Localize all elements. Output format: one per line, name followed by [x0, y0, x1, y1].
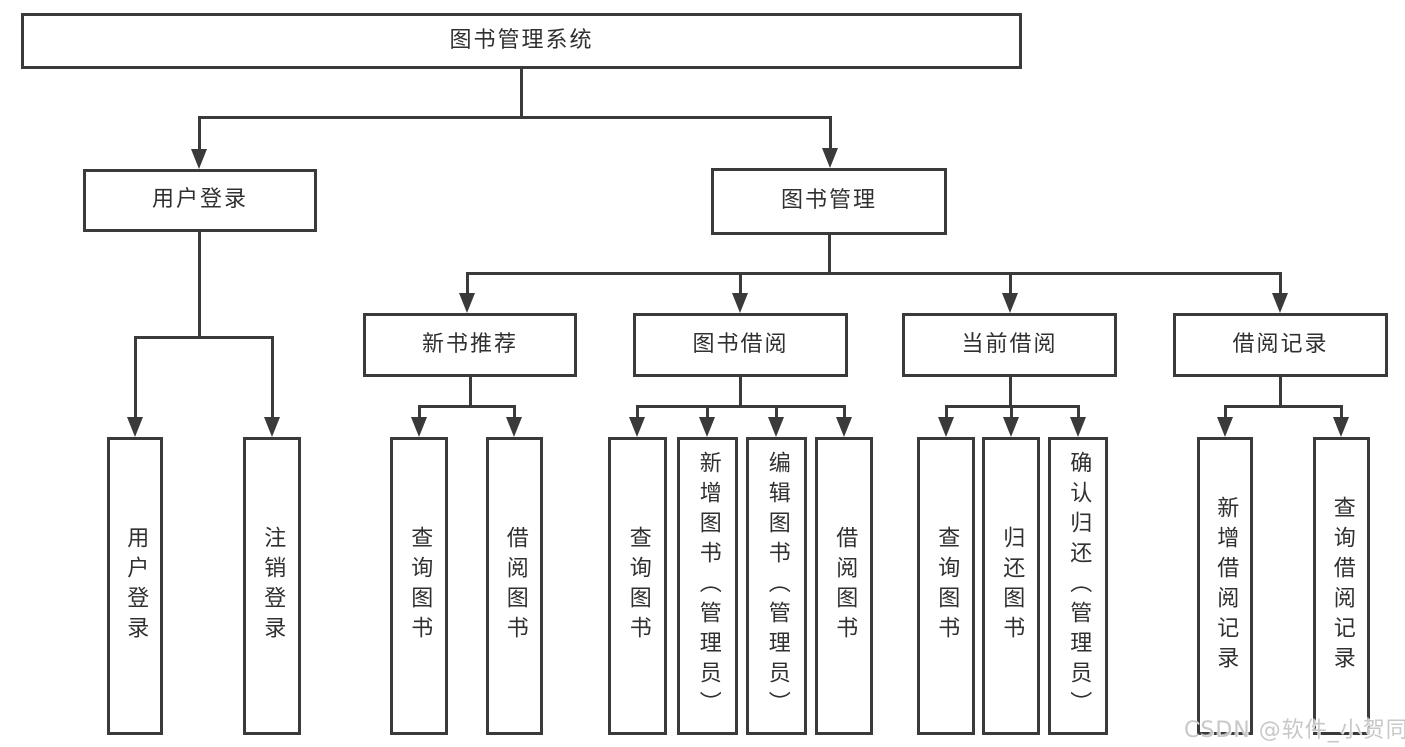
arrow-down-icon — [836, 417, 852, 437]
connector-line — [738, 273, 742, 293]
connector-line — [465, 271, 1282, 275]
connector-line — [512, 406, 516, 417]
arrow-down-icon — [1003, 417, 1019, 437]
leaf-borrow-books-recommend: 借阅图书 — [486, 437, 543, 735]
arrow-down-icon — [938, 417, 954, 437]
arrow-down-icon — [506, 417, 522, 437]
node-current-borrow: 当前借阅 — [902, 313, 1117, 377]
leaf-return-book: 归还图书 — [982, 437, 1040, 735]
connector-line — [197, 117, 201, 149]
node-book-borrow: 图书借阅 — [633, 313, 848, 377]
connector-line — [1223, 404, 1343, 408]
arrow-down-icon — [1272, 293, 1288, 313]
connector-line — [197, 232, 201, 339]
arrow-down-icon — [732, 293, 748, 313]
leaf-user-login: 用户登录 — [107, 437, 163, 735]
node-user-login: 用户登录 — [83, 169, 317, 232]
arrow-down-icon — [191, 149, 207, 169]
leaf-add-book-admin: 新增图书（管理员） — [677, 437, 738, 735]
arrow-down-icon — [1217, 417, 1233, 437]
connector-line — [468, 377, 472, 408]
leaf-query-books-current: 查询图书 — [917, 437, 975, 735]
leaf-add-borrow-record: 新增借阅记录 — [1197, 437, 1253, 735]
arrow-down-icon — [127, 417, 143, 437]
connector-line — [1278, 273, 1282, 293]
leaf-query-borrow-record: 查询借阅记录 — [1313, 437, 1370, 735]
leaf-borrow-books-borrow: 借阅图书 — [815, 437, 873, 735]
connector-line — [270, 337, 274, 417]
leaf-logout: 注销登录 — [243, 437, 301, 735]
connector-line — [133, 337, 137, 417]
leaf-query-books-borrow: 查询图书 — [608, 437, 667, 735]
arrow-down-icon — [1070, 417, 1086, 437]
connector-line — [827, 235, 831, 275]
connector-line — [1008, 377, 1012, 408]
connector-line — [519, 68, 523, 118]
connector-line — [705, 406, 709, 417]
arrow-down-icon — [1333, 417, 1349, 437]
connector-line — [1339, 406, 1343, 417]
arrow-down-icon — [411, 417, 427, 437]
leaf-query-books-recommend: 查询图书 — [390, 437, 448, 735]
connector-line — [197, 115, 832, 119]
connector-line — [1076, 406, 1080, 417]
connector-line — [1009, 406, 1013, 417]
node-new-book-recommend: 新书推荐 — [363, 313, 577, 377]
node-borrow-records: 借阅记录 — [1173, 313, 1388, 377]
connector-line — [1008, 273, 1012, 293]
leaf-confirm-return-admin: 确认归还（管理员） — [1048, 437, 1108, 735]
connector-line — [465, 273, 469, 293]
connector-line — [842, 406, 846, 417]
connector-line — [417, 406, 421, 417]
arrow-down-icon — [629, 417, 645, 437]
arrow-down-icon — [264, 417, 280, 437]
watermark: CSDN @软件_小贺同学 — [1184, 718, 1405, 743]
connector-line — [774, 406, 778, 417]
connector-line — [944, 406, 948, 417]
node-book-management: 图书管理 — [711, 168, 947, 235]
connector-line — [1278, 377, 1282, 408]
connector-line — [828, 117, 832, 148]
node-root: 图书管理系统 — [21, 13, 1022, 69]
connector-line — [738, 377, 742, 408]
connector-line — [635, 404, 846, 408]
arrow-down-icon — [768, 417, 784, 437]
arrow-down-icon — [699, 417, 715, 437]
connector-line — [635, 406, 639, 417]
connector-line — [417, 404, 516, 408]
connector-line — [1223, 406, 1227, 417]
leaf-edit-book-admin: 编辑图书（管理员） — [746, 437, 807, 735]
arrow-down-icon — [459, 293, 475, 313]
connector-line — [133, 335, 274, 339]
arrow-down-icon — [822, 148, 838, 168]
arrow-down-icon — [1002, 293, 1018, 313]
